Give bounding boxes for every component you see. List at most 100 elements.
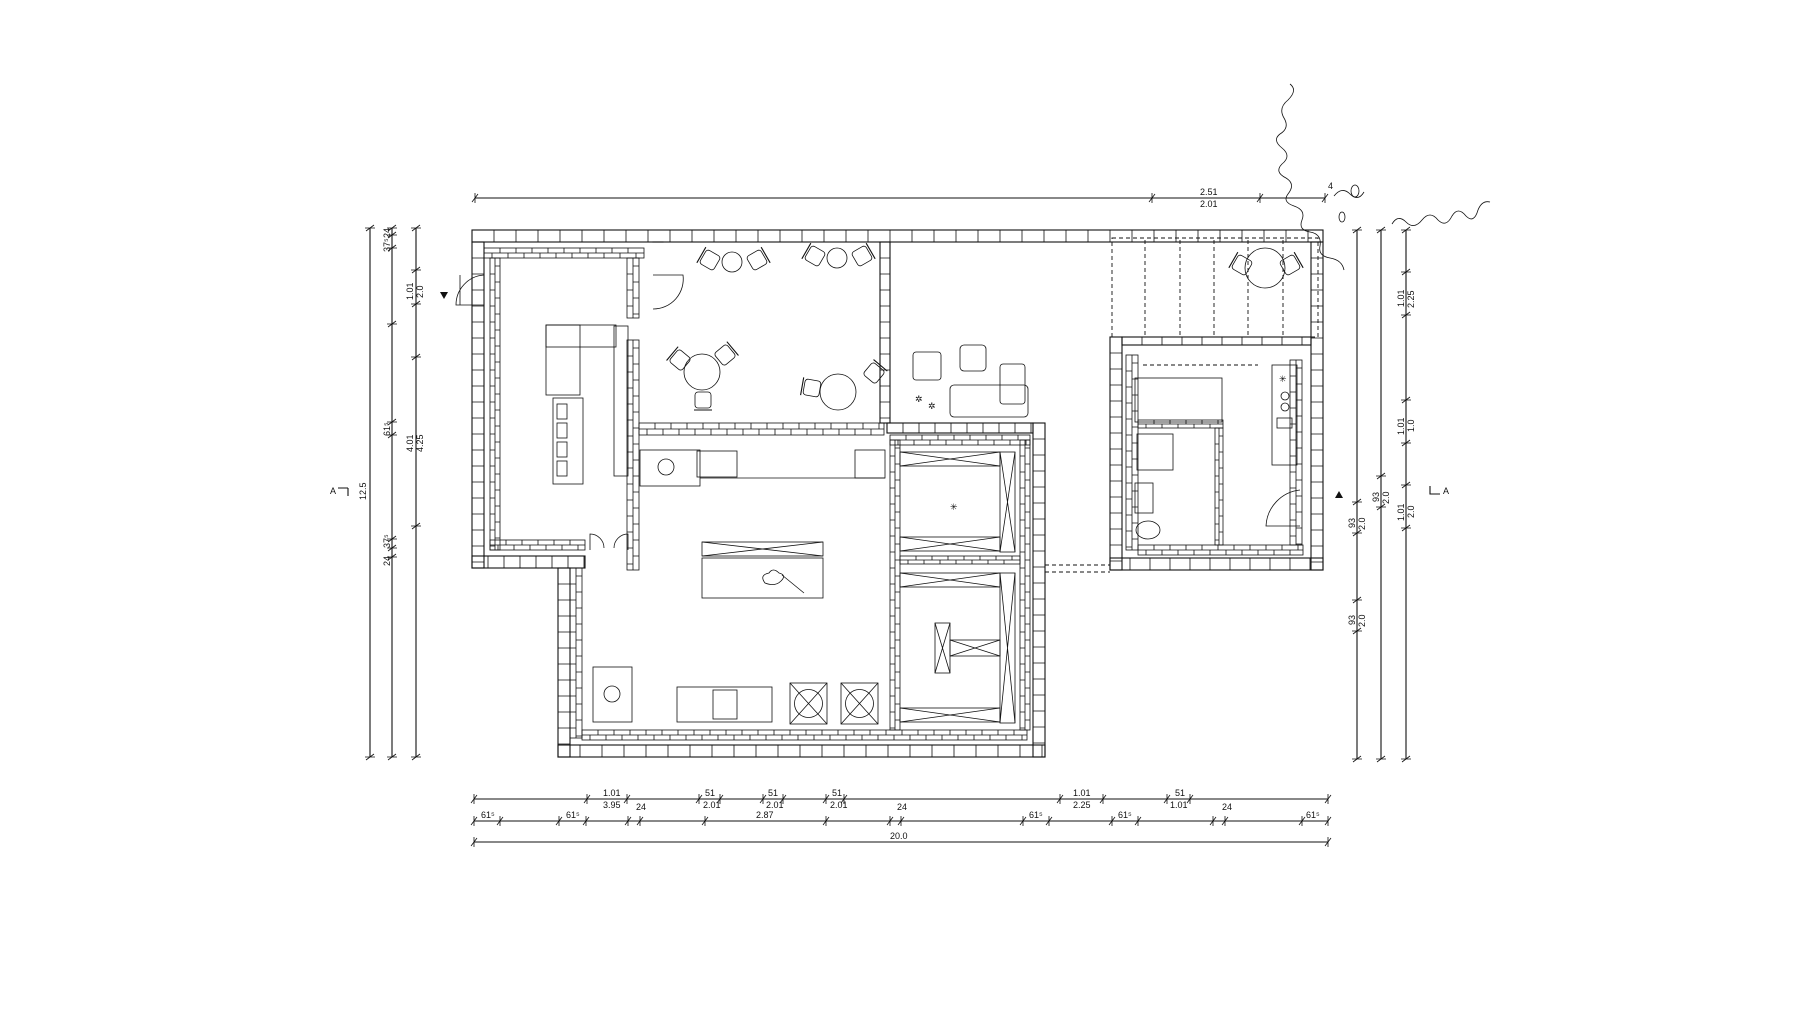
oven xyxy=(592,666,633,723)
dimension-tick xyxy=(387,224,397,232)
dimension-tick xyxy=(701,816,709,826)
dimension-tick xyxy=(822,794,830,804)
brick-wall xyxy=(557,744,1046,758)
burner xyxy=(556,441,568,458)
inner-brick-layer xyxy=(1137,419,1224,429)
dimension-tick xyxy=(555,816,563,826)
plant: ✲ xyxy=(915,394,923,404)
double-door xyxy=(589,533,629,550)
dimension-tick xyxy=(387,244,397,252)
tree-label: 4 xyxy=(1328,181,1333,191)
dim-label: 61⁵ xyxy=(1306,810,1320,820)
rack-cross xyxy=(999,451,1016,553)
brick-joints xyxy=(1129,558,1311,570)
sheeter-roller xyxy=(712,689,738,720)
brick-joints xyxy=(1126,355,1138,550)
inner-brick-layer xyxy=(889,434,1031,446)
section-marker-left: A xyxy=(330,486,349,496)
section-label-left: A xyxy=(330,486,336,496)
dimension-tick xyxy=(1148,193,1156,203)
chair xyxy=(696,246,721,271)
dim-label: 2.01 xyxy=(830,800,848,810)
burner xyxy=(556,460,568,477)
dimension-tick xyxy=(1376,472,1386,480)
dim-label: 37⁵ xyxy=(382,238,392,252)
section-label-right: A xyxy=(1443,486,1449,496)
dim-label: 61⁵ xyxy=(1029,810,1043,820)
counter xyxy=(545,324,617,348)
dim-label: 2.0 xyxy=(1357,517,1367,530)
left-dimensions: 12.5 24 37⁵ 61⁵ 37⁵ 24 1.01 2.0 4.01 4.2… xyxy=(358,228,425,566)
dimension-tick xyxy=(387,431,397,439)
rack-cross xyxy=(949,639,1001,657)
chair-back xyxy=(873,359,888,372)
chair-seat xyxy=(804,245,826,267)
dimension-tick xyxy=(411,300,421,308)
dimension-tick xyxy=(1324,816,1332,826)
round-table xyxy=(819,373,857,411)
dimension-tick xyxy=(470,794,478,804)
dimension-tick xyxy=(470,816,478,826)
dimension-tick xyxy=(886,816,894,826)
dimension-tick xyxy=(897,816,905,826)
dim-label: 1.01 xyxy=(1073,788,1091,798)
island-cross xyxy=(701,541,824,557)
fan-symbol: ✳ xyxy=(1279,374,1287,384)
cooktop xyxy=(854,449,886,479)
dimension-tick xyxy=(1401,481,1411,489)
wall-outline xyxy=(1310,241,1324,571)
dimension-tick xyxy=(387,535,397,543)
dimension-tick xyxy=(1056,794,1064,804)
dim-label: 2.87 xyxy=(756,810,774,820)
round-table xyxy=(826,247,848,269)
right-dimensions: 93 2.0 93 2.0 93 2.0 1.01 2.25 1.01 1.0 … xyxy=(1347,289,1416,627)
dim-label: 4.25 xyxy=(415,434,425,452)
inner-brick-layer xyxy=(899,555,1021,565)
furniture: ✳✲✲✳ xyxy=(440,237,1343,725)
brick-joints xyxy=(490,540,585,550)
mixer-cross xyxy=(840,682,879,725)
dim-label: 24 xyxy=(382,556,392,566)
chair-seat xyxy=(699,249,721,271)
dim-label: 1.01 xyxy=(603,788,621,798)
dimension-tick xyxy=(365,224,375,232)
dimension-tick xyxy=(365,753,375,761)
chair-seat xyxy=(1231,254,1253,276)
wall-outline xyxy=(886,422,1034,434)
dim-label: 1.01 xyxy=(1396,503,1406,521)
dim-label: 24 xyxy=(636,802,646,812)
chair-seat xyxy=(746,249,768,271)
entrance-arrow xyxy=(1335,491,1343,498)
dimension-tick xyxy=(624,816,632,826)
dim-label: 61⁵ xyxy=(481,810,495,820)
dim-label: 1.0 xyxy=(1406,419,1416,432)
dimension-tick xyxy=(716,794,724,804)
dimension-tick xyxy=(387,544,397,552)
dimension-tick xyxy=(1324,794,1332,804)
dimension-tick xyxy=(1352,755,1362,763)
mixer-bowl xyxy=(845,689,874,718)
dim-label: 37⁵ xyxy=(382,534,392,548)
dimension-tick xyxy=(1376,755,1386,763)
chair xyxy=(863,359,888,384)
mixer xyxy=(789,682,828,725)
inner-brick-layer xyxy=(569,567,583,739)
hob xyxy=(1280,402,1290,412)
dimension-tick xyxy=(1352,596,1362,604)
brick-joints xyxy=(890,435,1030,445)
dim-label: 61⁵ xyxy=(1118,810,1132,820)
round-table xyxy=(1244,247,1286,289)
connection-path xyxy=(1045,564,1110,573)
round-table xyxy=(721,251,743,273)
brick-joints xyxy=(484,248,644,258)
brick-joints xyxy=(579,745,1043,757)
brick-wall xyxy=(471,555,586,569)
counter xyxy=(545,324,581,396)
dimension-tick xyxy=(1324,837,1332,847)
dimension-tick xyxy=(1401,396,1411,404)
brick-joints xyxy=(1020,440,1030,730)
brick-joints xyxy=(902,423,1032,433)
inner-brick-layer xyxy=(489,539,586,551)
chair xyxy=(714,341,739,366)
annex-door xyxy=(1265,489,1301,527)
